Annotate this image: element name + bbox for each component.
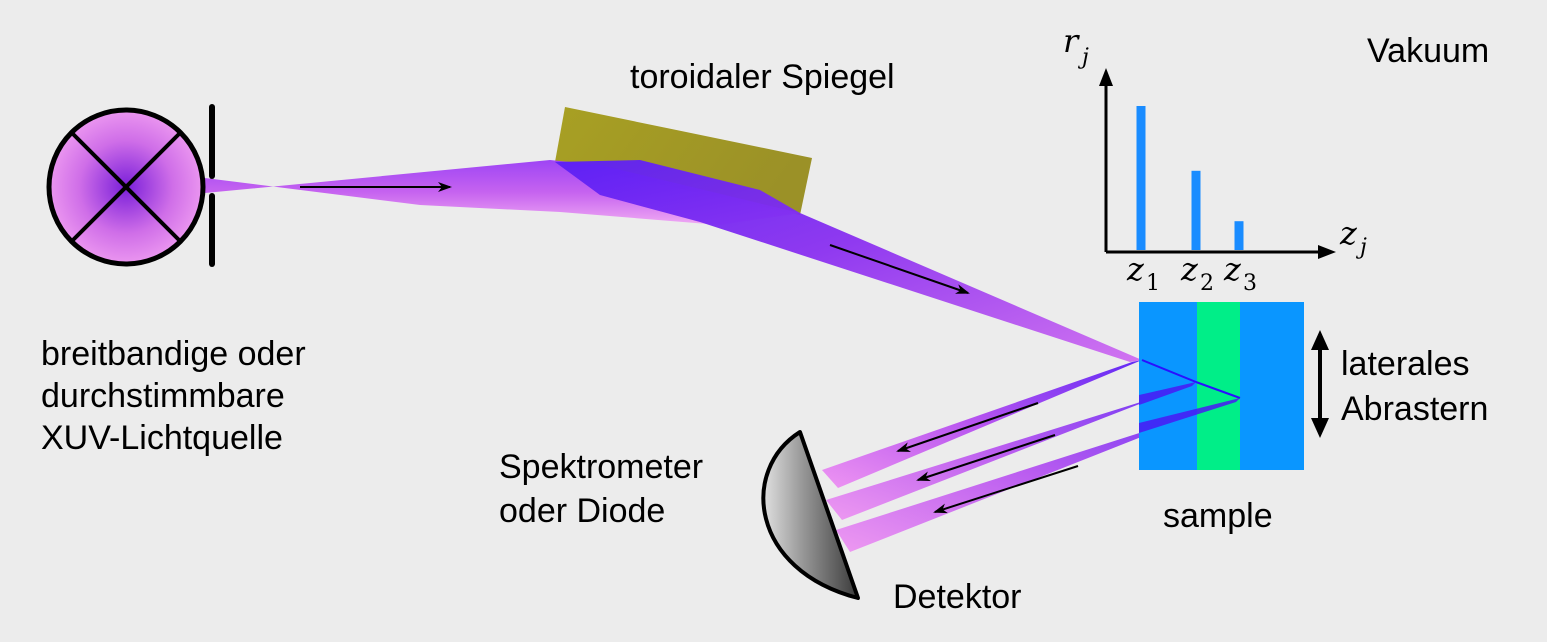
beam-arrow-reflected [829,244,970,294]
reflected-beam-1 [822,360,1142,488]
plot-y-subscript: j [1077,45,1089,70]
plot-bar-1 [1136,106,1146,250]
detector-label: Detektor [893,578,1022,616]
plot-x-symbol: z [1339,214,1358,252]
beam-arrow-return-1 [896,402,1039,452]
plot-tick-3-symbol: z [1223,250,1242,288]
scan-label-line-1: laterales [1341,345,1470,383]
source-label-line-1: breitbandige oder [41,335,306,373]
beam-arrow-return-2 [916,434,1056,482]
source-label-line-2: durchstimmbare [41,377,285,415]
source-cross-2 [70,131,182,243]
plot-tick-3-sub: 3 [1243,271,1257,296]
sample-label: sample [1163,497,1273,535]
sample-layer-2 [1197,302,1240,470]
plot-x-arrowhead [1318,245,1336,259]
scan-arrowhead-down [1311,418,1329,438]
vacuum-label: Vakuum [1367,32,1489,70]
detector-note-line-2: oder Diode [499,492,665,530]
scan-label-line-2: Abrastern [1341,390,1488,428]
focused-beam [555,160,1142,362]
sample-layer-3 [1240,302,1304,470]
reflected-beam-2 [826,382,1196,520]
reflected-beam-2-start [1139,382,1196,405]
detector [761,430,860,600]
plot-bar-3 [1234,221,1244,250]
plot-tick-2-sub: 2 [1200,271,1214,296]
reflected-beam-3-start [1139,398,1240,433]
internal-ray-1-top [1141,359,1197,383]
internal-ray-2-top [1195,381,1241,399]
plot-tick-1-symbol: z [1126,250,1145,288]
plot-y-symbol: r [1063,22,1080,60]
detector-note-line-1: Spektrometer [499,448,703,486]
plot-tick-2-symbol: z [1180,250,1199,288]
source-label-line-3: XUV-Lichtquelle [41,419,283,457]
plot-y-arrowhead [1099,68,1113,86]
plot-tick-1-sub: 1 [1146,271,1160,296]
plot-bar-2 [1191,170,1201,250]
mirror-label: toroidaler Spiegel [630,58,895,96]
scan-arrowhead-up [1311,330,1329,350]
beam-arrow-return-3 [933,465,1079,514]
plot-bars [1136,106,1244,250]
